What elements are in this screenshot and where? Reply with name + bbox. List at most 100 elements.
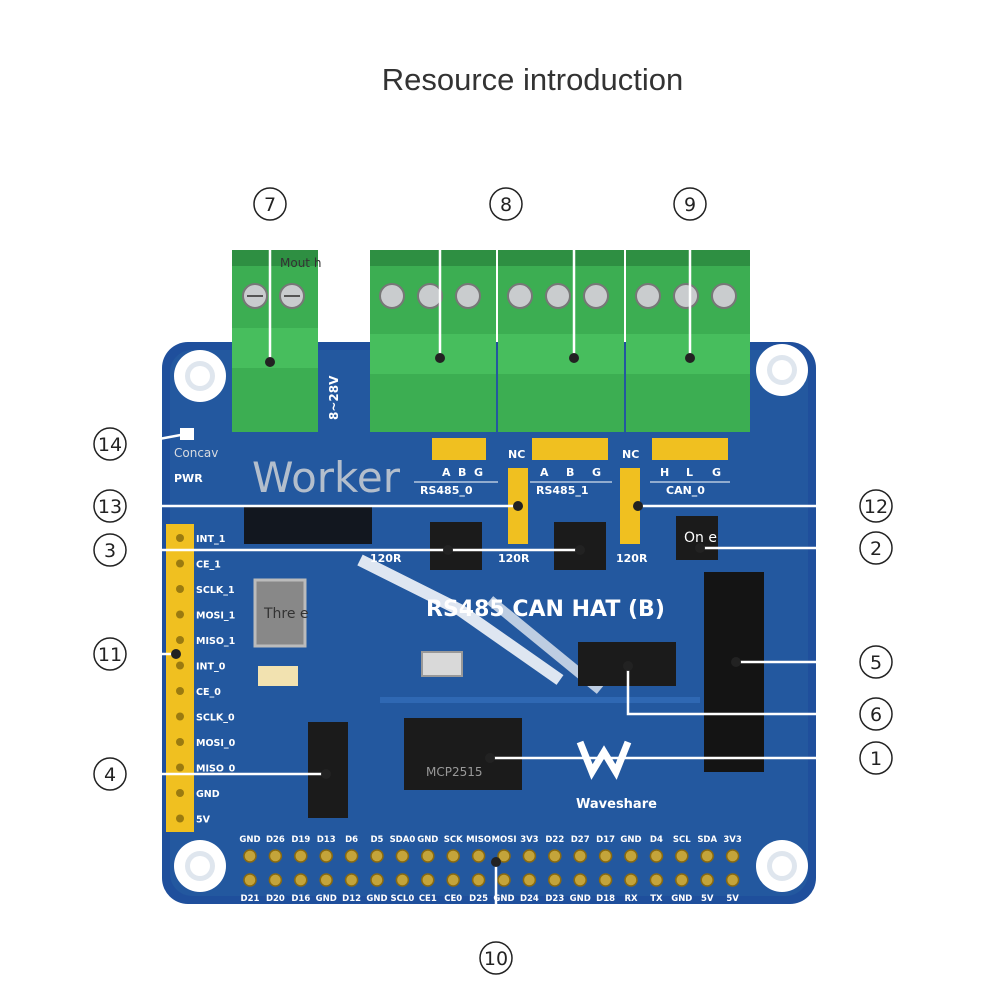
gpio-pin bbox=[421, 849, 435, 863]
can-0-label: CAN_0 bbox=[666, 484, 705, 497]
callout-number: 2 bbox=[870, 538, 882, 560]
pwr-led bbox=[180, 428, 194, 440]
gpio-pin bbox=[471, 849, 486, 863]
mcp2515-label: MCP2515 bbox=[426, 765, 483, 779]
callout-number: 9 bbox=[684, 194, 696, 216]
power-input-label: 8~28V bbox=[327, 375, 341, 420]
mounting-hole bbox=[756, 840, 808, 892]
gpio-top-label: D27 bbox=[571, 835, 590, 845]
res-120r-1: 120R bbox=[370, 552, 402, 565]
callout-number: 6 bbox=[870, 704, 882, 726]
pin-g2: G bbox=[712, 466, 721, 479]
pin-a1: A bbox=[540, 466, 549, 479]
callout-marker bbox=[93, 489, 127, 523]
inductor bbox=[253, 578, 307, 648]
gpio-bottom-label: TX bbox=[650, 894, 663, 904]
gpio-pin bbox=[497, 873, 511, 887]
gpio-pin bbox=[243, 873, 257, 887]
spi-pin-label: CE_1 bbox=[196, 560, 221, 571]
gpio-pin bbox=[548, 849, 562, 863]
gpio-bottom-label: GND bbox=[316, 894, 337, 904]
gpio-top-label: D26 bbox=[266, 835, 285, 845]
callout-marker bbox=[93, 757, 127, 791]
callout-marker bbox=[253, 187, 287, 221]
gpio-top-label: 3V3 bbox=[520, 835, 538, 845]
gpio-top-label: GND bbox=[417, 835, 438, 845]
spi-pin-label: CE_0 bbox=[196, 687, 221, 698]
spi-pin-label: SCLK_0 bbox=[196, 713, 235, 724]
mounting-hole bbox=[756, 344, 808, 396]
callout-number: 14 bbox=[98, 434, 122, 456]
callout-number: 3 bbox=[104, 540, 116, 562]
gpio-top-label: D22 bbox=[545, 835, 564, 845]
gpio-pin bbox=[649, 849, 664, 863]
callout-marker bbox=[859, 645, 893, 679]
pin-b1: B bbox=[566, 466, 574, 479]
gpio-pin bbox=[370, 873, 384, 887]
gpio-bottom-label: 5V bbox=[726, 894, 739, 904]
gpio-pin bbox=[370, 849, 384, 863]
gpio-bottom-label: D20 bbox=[266, 894, 285, 904]
gpio-pin bbox=[700, 849, 714, 863]
gpio-top-label: 3V3 bbox=[723, 835, 741, 845]
callout-number: 4 bbox=[104, 764, 116, 786]
gpio-pin bbox=[624, 849, 638, 863]
gpio-pin bbox=[319, 873, 333, 887]
gpio-pin bbox=[319, 849, 333, 863]
rs485-1-label: RS485_1 bbox=[536, 484, 589, 497]
gpio-bottom-label: D24 bbox=[520, 894, 539, 904]
gpio-pin bbox=[294, 849, 308, 863]
gpio-pin bbox=[598, 849, 613, 863]
gpio-pin bbox=[573, 849, 587, 863]
callout-marker bbox=[673, 187, 707, 221]
callout-number: 12 bbox=[864, 496, 888, 518]
gpio-top-label: GND bbox=[620, 835, 641, 845]
gpio-bottom-label: D25 bbox=[469, 894, 488, 904]
gpio-bottom-label: D23 bbox=[545, 894, 564, 904]
gpio-pin bbox=[471, 873, 486, 887]
gpio-top-label: D13 bbox=[317, 835, 336, 845]
gpio-pin bbox=[243, 849, 257, 863]
one-text: On e bbox=[684, 530, 717, 546]
pin-g1: G bbox=[592, 466, 601, 479]
gpio-pin bbox=[700, 873, 714, 887]
gpio-top-label: D6 bbox=[345, 835, 358, 845]
power-terminal bbox=[232, 250, 318, 432]
board-name: RS485 CAN HAT (B) bbox=[426, 597, 665, 622]
gpio-pin bbox=[268, 873, 283, 887]
callout-number: 11 bbox=[98, 644, 122, 666]
brand-label: Waveshare bbox=[576, 797, 657, 812]
gpio-top-label: D4 bbox=[650, 835, 663, 845]
gpio-pin bbox=[725, 849, 740, 863]
pin-h: H bbox=[660, 466, 669, 479]
spi-pin-label: INT_0 bbox=[196, 662, 226, 673]
pin-l: L bbox=[686, 466, 693, 479]
gpio-top-label: D5 bbox=[371, 835, 384, 845]
mounting-hole bbox=[174, 840, 226, 892]
can-terminal bbox=[626, 250, 750, 432]
gpio-pin bbox=[446, 849, 460, 863]
gpio-bottom-label: CE0 bbox=[444, 894, 462, 904]
spi-header bbox=[166, 524, 194, 832]
mouth-text: Mout h bbox=[280, 256, 321, 270]
callout-number: 13 bbox=[98, 496, 122, 518]
callout-number: 10 bbox=[484, 948, 508, 970]
rs485-terminal-0 bbox=[370, 250, 496, 432]
watermark-text: Worker bbox=[252, 453, 401, 502]
pin-b0: B bbox=[458, 466, 466, 479]
res-120r-2: 120R bbox=[498, 552, 530, 565]
mcp2515-chip bbox=[404, 718, 522, 790]
gpio-top-label: MOSI bbox=[492, 835, 517, 845]
callout-marker bbox=[859, 531, 893, 565]
spi-pin-label: MOSI_1 bbox=[196, 611, 235, 622]
nc-label-2: NC bbox=[622, 448, 639, 461]
spi-pin-label: MOSI_0 bbox=[196, 738, 236, 749]
gpio-bottom-label: SCL0 bbox=[391, 894, 415, 904]
spi-pin-label: MISO_0 bbox=[196, 764, 236, 775]
gpio-bottom-label: RX bbox=[624, 894, 638, 904]
gpio-pin bbox=[649, 873, 664, 887]
rs485-0-label: RS485_0 bbox=[420, 484, 473, 497]
gpio-bottom-label: GND bbox=[366, 894, 387, 904]
gpio-pin bbox=[395, 849, 410, 863]
gpio-pin bbox=[395, 873, 410, 887]
